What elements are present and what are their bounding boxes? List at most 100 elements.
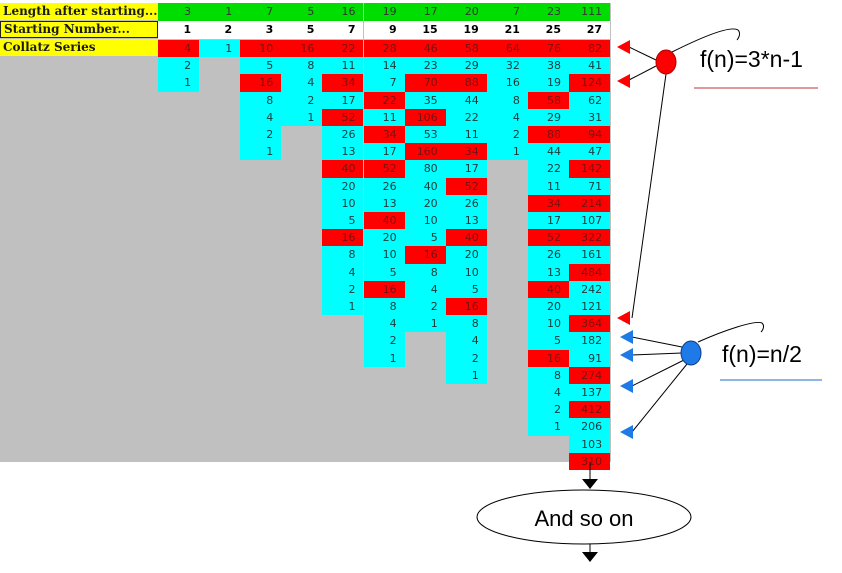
series-cell-even-step[interactable]: 4 bbox=[240, 108, 282, 126]
series-cell-odd-step[interactable]: 16 bbox=[404, 246, 446, 264]
series-cell-even-step[interactable]: 8 bbox=[240, 91, 282, 109]
series-cell-even-step[interactable]: 38 bbox=[527, 57, 569, 75]
series-cell-even-step[interactable]: 182 bbox=[569, 332, 611, 350]
series-cell-odd-step[interactable]: 76 bbox=[527, 40, 569, 58]
series-cell-even-step[interactable]: 1 bbox=[240, 143, 282, 161]
start-number-cell[interactable]: 2 bbox=[199, 21, 241, 39]
length-cell[interactable]: 5 bbox=[281, 3, 323, 21]
row-label-starting-number[interactable]: Starting Number... bbox=[0, 21, 158, 38]
series-cell-even-step[interactable]: 4 bbox=[445, 332, 487, 350]
start-number-cell[interactable]: 27 bbox=[569, 21, 611, 39]
series-cell-even-step[interactable]: 41 bbox=[569, 57, 611, 75]
series-cell-odd-step[interactable]: 106 bbox=[404, 108, 446, 126]
series-cell-even-step[interactable]: 2 bbox=[240, 126, 282, 144]
series-cell-even-step[interactable]: 1 bbox=[158, 74, 200, 92]
series-cell-even-step[interactable]: 13 bbox=[322, 143, 364, 161]
series-cell-even-step[interactable]: 22 bbox=[527, 160, 569, 178]
series-cell-odd-step[interactable]: 322 bbox=[569, 229, 611, 247]
series-cell-odd-step[interactable]: 88 bbox=[527, 126, 569, 144]
start-number-cell[interactable]: 21 bbox=[486, 21, 528, 39]
start-number-cell[interactable]: 19 bbox=[445, 21, 487, 39]
series-cell-odd-step[interactable]: 16 bbox=[445, 298, 487, 316]
length-cell[interactable]: 1 bbox=[199, 3, 241, 21]
series-cell-even-step[interactable]: 1 bbox=[404, 315, 446, 333]
series-cell-even-step[interactable]: 1 bbox=[486, 143, 528, 161]
series-cell-even-step[interactable]: 161 bbox=[569, 246, 611, 264]
series-cell-odd-step[interactable]: 16 bbox=[363, 280, 405, 298]
series-cell-even-step[interactable]: 17 bbox=[527, 212, 569, 230]
series-cell-even-step[interactable]: 4 bbox=[322, 263, 364, 281]
start-number-cell[interactable]: 1 bbox=[158, 21, 200, 39]
series-cell-even-step[interactable]: 8 bbox=[404, 263, 446, 281]
series-cell-even-step[interactable]: 10 bbox=[363, 246, 405, 264]
series-cell-even-step[interactable]: 137 bbox=[569, 384, 611, 402]
series-cell-even-step[interactable]: 17 bbox=[445, 160, 487, 178]
series-cell-even-step[interactable]: 1 bbox=[445, 366, 487, 384]
row-label-collatz-series[interactable]: Collatz Series bbox=[0, 39, 158, 56]
series-cell-odd-step[interactable]: 310 bbox=[569, 452, 611, 470]
series-cell-odd-step[interactable]: 34 bbox=[363, 126, 405, 144]
series-cell-odd-step[interactable]: 82 bbox=[569, 40, 611, 58]
series-cell-even-step[interactable]: 5 bbox=[404, 229, 446, 247]
series-cell-odd-step[interactable]: 16 bbox=[281, 40, 323, 58]
series-cell-even-step[interactable]: 13 bbox=[527, 263, 569, 281]
series-cell-even-step[interactable]: 71 bbox=[569, 177, 611, 195]
series-cell-even-step[interactable]: 10 bbox=[404, 212, 446, 230]
length-cell[interactable]: 17 bbox=[404, 3, 446, 21]
series-cell-odd-step[interactable]: 58 bbox=[445, 40, 487, 58]
series-cell-even-step[interactable]: 4 bbox=[281, 74, 323, 92]
series-cell-odd-step[interactable]: 40 bbox=[322, 160, 364, 178]
series-cell-odd-step[interactable]: 70 bbox=[404, 74, 446, 92]
series-cell-even-step[interactable]: 11 bbox=[527, 177, 569, 195]
series-cell-even-step[interactable]: 107 bbox=[569, 212, 611, 230]
series-cell-even-step[interactable]: 2 bbox=[322, 280, 364, 298]
start-number-cell[interactable]: 7 bbox=[322, 21, 364, 39]
start-number-cell[interactable]: 25 bbox=[527, 21, 569, 39]
series-cell-odd-step[interactable]: 124 bbox=[569, 74, 611, 92]
series-cell-odd-step[interactable]: 484 bbox=[569, 263, 611, 281]
series-cell-odd-step[interactable]: 412 bbox=[569, 401, 611, 419]
series-cell-even-step[interactable]: 5 bbox=[527, 332, 569, 350]
series-cell-even-step[interactable]: 2 bbox=[404, 298, 446, 316]
series-cell-even-step[interactable]: 121 bbox=[569, 298, 611, 316]
series-cell-even-step[interactable]: 13 bbox=[445, 212, 487, 230]
length-cell[interactable]: 23 bbox=[527, 3, 569, 21]
series-cell-even-step[interactable]: 1 bbox=[363, 349, 405, 367]
series-cell-odd-step[interactable]: 22 bbox=[322, 40, 364, 58]
series-cell-even-step[interactable]: 4 bbox=[486, 108, 528, 126]
series-cell-even-step[interactable]: 4 bbox=[404, 280, 446, 298]
length-cell[interactable]: 7 bbox=[240, 3, 282, 21]
series-cell-odd-step[interactable]: 4 bbox=[158, 40, 200, 58]
series-cell-odd-step[interactable]: 142 bbox=[569, 160, 611, 178]
series-cell-even-step[interactable]: 8 bbox=[322, 246, 364, 264]
series-cell-even-step[interactable]: 4 bbox=[363, 315, 405, 333]
series-cell-odd-step[interactable]: 52 bbox=[322, 108, 364, 126]
series-cell-odd-step[interactable]: 94 bbox=[569, 126, 611, 144]
series-cell-odd-step[interactable]: 40 bbox=[445, 229, 487, 247]
series-cell-even-step[interactable]: 44 bbox=[445, 91, 487, 109]
odd-rule-node[interactable] bbox=[655, 49, 677, 75]
series-cell-even-step[interactable]: 80 bbox=[404, 160, 446, 178]
series-cell-even-step[interactable]: 2 bbox=[445, 349, 487, 367]
series-cell-odd-step[interactable]: 22 bbox=[363, 91, 405, 109]
series-cell-odd-step[interactable]: 34 bbox=[527, 194, 569, 212]
series-cell-even-step[interactable]: 8 bbox=[486, 91, 528, 109]
series-cell-even-step[interactable]: 242 bbox=[569, 280, 611, 298]
series-cell-even-step[interactable]: 2 bbox=[158, 57, 200, 75]
series-cell-odd-step[interactable]: 16 bbox=[322, 229, 364, 247]
series-cell-even-step[interactable]: 44 bbox=[527, 143, 569, 161]
series-cell-odd-step[interactable]: 34 bbox=[445, 143, 487, 161]
series-cell-even-step[interactable]: 13 bbox=[363, 194, 405, 212]
series-cell-even-step[interactable]: 20 bbox=[527, 298, 569, 316]
series-cell-even-step[interactable]: 2 bbox=[486, 126, 528, 144]
series-cell-even-step[interactable]: 10 bbox=[445, 263, 487, 281]
series-cell-even-step[interactable]: 29 bbox=[445, 57, 487, 75]
series-cell-even-step[interactable]: 1 bbox=[281, 108, 323, 126]
length-cell[interactable]: 19 bbox=[363, 3, 405, 21]
series-cell-even-step[interactable]: 26 bbox=[363, 177, 405, 195]
series-cell-even-step[interactable]: 5 bbox=[240, 57, 282, 75]
series-cell-even-step[interactable]: 8 bbox=[281, 57, 323, 75]
series-cell-odd-step[interactable]: 64 bbox=[486, 40, 528, 58]
series-cell-even-step[interactable]: 11 bbox=[322, 57, 364, 75]
series-cell-odd-step[interactable]: 16 bbox=[240, 74, 282, 92]
